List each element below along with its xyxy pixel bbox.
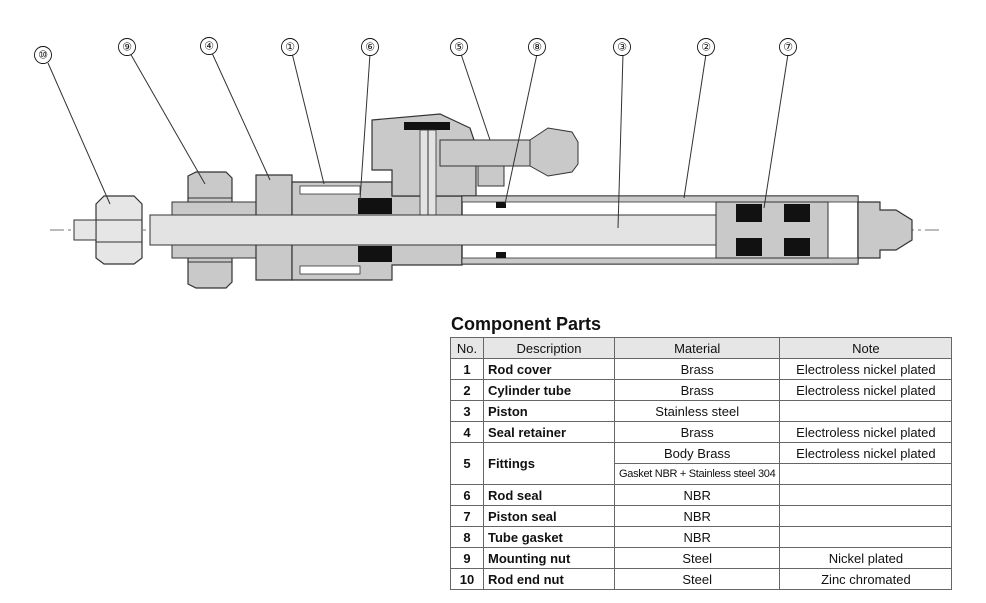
callout-circle-2 (697, 38, 715, 56)
callout-circle-1 (281, 38, 299, 56)
table-row: 2 Cylinder tube Brass Electroless nickel… (450, 379, 953, 401)
table-row: 6 Rod seal NBR (450, 484, 953, 506)
callout-9: ⑨ (122, 41, 132, 54)
callout-circle-4 (200, 37, 218, 55)
callout-4: ④ (204, 40, 214, 53)
row-material: NBR (613, 505, 781, 527)
header-material: Material (613, 337, 781, 359)
row-no: 4 (450, 421, 484, 443)
callout-circle-8 (528, 38, 546, 56)
table-row: 9 Mounting nut Steel Nickel plated (450, 547, 953, 569)
row-material: NBR (613, 526, 781, 548)
row-no: 9 (450, 547, 484, 569)
component-parts-table: No. Description Material Note 1 Rod cove… (450, 337, 953, 590)
header-no: No. (450, 337, 484, 359)
rod-seal-shape (358, 198, 392, 214)
table-row: 5 Fittings Body Brass Electroless nickel… (450, 442, 953, 485)
row-description: Piston seal (483, 505, 615, 527)
callout-circle-3 (613, 38, 631, 56)
row-material: Stainless steel (613, 400, 781, 422)
row-note (779, 526, 953, 548)
row-note: Nickel plated (779, 547, 953, 569)
callout-circle-6 (361, 38, 379, 56)
callout-1: ① (285, 41, 295, 54)
row-note: Electroless nickel plated (779, 358, 953, 380)
row-description: Mounting nut (483, 547, 615, 569)
row-material: Brass (613, 358, 781, 380)
table-row: 4 Seal retainer Brass Electroless nickel… (450, 421, 953, 443)
rod-end-nut-shape (95, 195, 143, 265)
table-row: 8 Tube gasket NBR (450, 526, 953, 548)
table-row: 10 Rod end nut Steel Zinc chromated (450, 568, 953, 590)
row-no: 2 (450, 379, 484, 401)
table-row: 7 Piston seal NBR (450, 505, 953, 527)
row-material: NBR (613, 484, 781, 506)
row-description: Rod end nut (483, 568, 615, 590)
row-no: 8 (450, 526, 484, 548)
callout-10: ⑩ (38, 49, 48, 62)
row-material: Steel (613, 547, 781, 569)
tube-gasket-shape (496, 202, 506, 208)
row-note: Electroless nickel plated (779, 442, 953, 464)
row-no: 5 (450, 442, 484, 485)
barb-fitting (529, 127, 579, 177)
row-description: Tube gasket (483, 526, 615, 548)
row-no: 7 (450, 505, 484, 527)
row-material-secondary: Gasket NBR + Stainless steel 304 (613, 463, 781, 485)
callout-circle-9 (118, 38, 136, 56)
cylinder-cross-section-diagram: ⑩ ⑨ ④ ① ⑥ ⑤ ⑧ ③ ② ⑦ (34, 37, 940, 289)
row-no: 10 (450, 568, 484, 590)
callout-circle-10 (34, 46, 52, 64)
row-note (779, 505, 953, 527)
row-description: Fittings (483, 442, 615, 485)
table-row: 1 Rod cover Brass Electroless nickel pla… (450, 358, 953, 380)
row-description: Piston (483, 400, 615, 422)
row-description: Cylinder tube (483, 379, 615, 401)
row-note (779, 484, 953, 506)
component-parts-title: Component Parts (451, 314, 602, 334)
row-description: Rod seal (483, 484, 615, 506)
callout-3: ③ (617, 41, 627, 54)
callout-6: ⑥ (365, 41, 375, 54)
callout-2: ② (701, 41, 711, 54)
callout-7: ⑦ (783, 41, 793, 54)
row-material: Brass (613, 421, 781, 443)
end-fitting (857, 201, 913, 259)
row-note: Electroless nickel plated (779, 379, 953, 401)
row-no: 1 (450, 358, 484, 380)
row-note-empty (779, 463, 953, 485)
row-description: Rod cover (483, 358, 615, 380)
row-note: Zinc chromated (779, 568, 953, 590)
row-note (779, 400, 953, 422)
table-row: 3 Piston Stainless steel (450, 400, 953, 422)
row-description: Seal retainer (483, 421, 615, 443)
callout-circle-7 (779, 38, 797, 56)
header-note: Note (779, 337, 953, 359)
piston-shape (715, 201, 829, 259)
callout-5: ⑤ (454, 41, 464, 54)
row-note: Electroless nickel plated (779, 421, 953, 443)
table-header-row: No. Description Material Note (450, 337, 953, 359)
header-description: Description (483, 337, 615, 359)
piston-rod-shape (149, 214, 717, 246)
row-material: Body Brass (613, 442, 781, 464)
callout-circle-5 (450, 38, 468, 56)
row-no: 6 (450, 484, 484, 506)
row-material: Steel (613, 568, 781, 590)
callout-8: ⑧ (532, 41, 542, 54)
row-material: Brass (613, 379, 781, 401)
row-no: 3 (450, 400, 484, 422)
callout-labels: ⑩ ⑨ ④ ① ⑥ ⑤ ⑧ ③ ② ⑦ (34, 37, 797, 64)
